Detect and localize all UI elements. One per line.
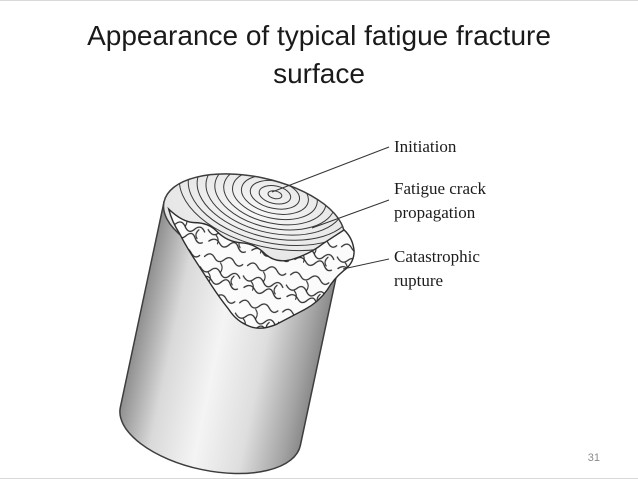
leader-line-rupture [342, 258, 390, 270]
page-number: 31 [587, 452, 600, 464]
slide-title: Appearance of typical fatigue fracture s… [30, 17, 608, 93]
label-rupture-line2: rupture [394, 270, 444, 290]
cylinder [119, 158, 355, 475]
label-propagation-line2: propagation [394, 202, 476, 222]
label-propagation: Fatigue crack propagation [394, 177, 486, 225]
leader-line-propagation [311, 199, 390, 229]
label-initiation: Initiation [394, 135, 456, 159]
label-initiation-text: Initiation [394, 137, 457, 156]
slide-title-line2: surface [273, 57, 365, 89]
label-rupture: Catastrophic rupture [394, 245, 480, 293]
label-rupture-line1: Catastrophic [394, 247, 480, 266]
label-propagation-line1: Fatigue crack [394, 179, 487, 198]
leader-line-initiation [271, 146, 390, 193]
slide-title-line1: Appearance of typical fatigue fracture [87, 20, 551, 51]
rough-zone [167, 206, 355, 329]
